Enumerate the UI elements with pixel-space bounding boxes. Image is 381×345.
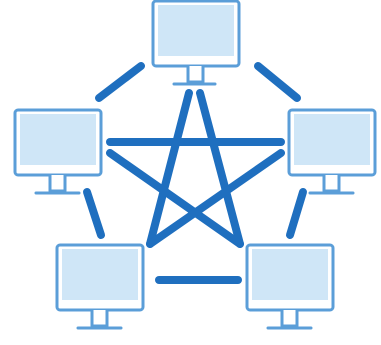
computer-monitor-icon: [55, 243, 145, 330]
link-top-bottom-left: [146, 89, 193, 248]
link-right-bottom-right: [286, 188, 307, 239]
computer-node-bottom-left: [55, 243, 145, 330]
computer-node-bottom-right: [245, 243, 335, 330]
computer-monitor-icon: [13, 108, 103, 195]
link-top-left: [95, 62, 145, 102]
star-links: [106, 89, 285, 248]
computer-monitor-icon: [151, 0, 241, 86]
computer-monitor-icon: [245, 243, 335, 330]
computer-node-top: [151, 0, 241, 86]
computer-node-left: [13, 108, 103, 195]
link-top-right: [254, 62, 301, 102]
perimeter-links: [83, 62, 307, 284]
link-left-bottom-left: [83, 188, 105, 239]
computer-node-right: [287, 108, 377, 195]
link-left-bottom-right: [106, 149, 244, 248]
link-top-bottom-right: [196, 89, 244, 248]
link-right-bottom-left: [146, 149, 285, 248]
computer-monitor-icon: [287, 108, 377, 195]
